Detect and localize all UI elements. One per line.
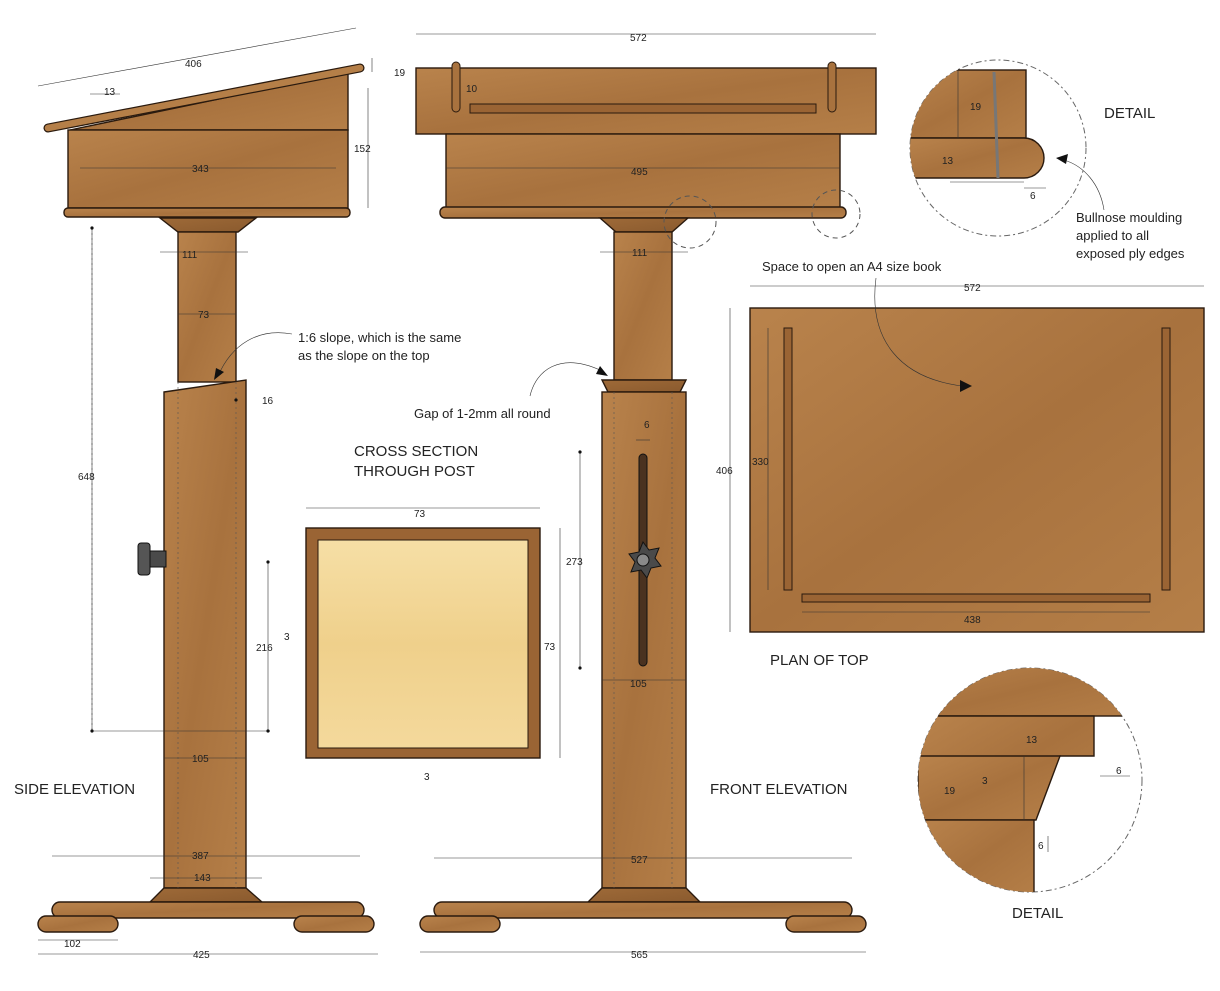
dim-detail-top-ply: 13 [1026,735,1038,746]
dim-detail-chamfer-h: 6 [1038,841,1044,852]
plan-board [749,307,1205,633]
front-post-cap [598,217,690,233]
label-detail-bottom: DETAIL [1012,905,1063,922]
dim-side-post-inner: 73 [198,310,210,321]
dim-side-top-length: 406 [185,59,202,70]
note-bullnose-1: Bullnose moulding [1076,210,1182,225]
side-base-rail [51,901,365,919]
note-slope-1: 1:6 slope, which is the same [298,330,461,345]
label-side-elevation: SIDE ELEVATION [14,781,135,798]
note-bullnose-3: exposed ply edges [1076,246,1185,261]
side-box-base [63,207,351,218]
front-base-block [586,887,702,903]
dim-detail-ply: 19 [944,786,956,797]
side-foot-left [37,915,119,933]
note-a4: Space to open an A4 size book [762,259,942,274]
detail-callout-circle-1 [663,195,717,249]
dim-side-box-height: 152 [354,144,371,155]
front-foot-left [419,915,501,933]
plan-rail-right [1161,327,1171,591]
detail-bottom: 13 19 3 6 6 DETAIL [917,667,1143,922]
dim-detail-gap: 3 [982,776,988,787]
front-pin-right [827,61,837,113]
detail-callout-circle-2 [811,189,861,239]
dim-side-foot: 102 [64,939,81,950]
dim-plan-depth: 406 [716,466,733,477]
side-box [67,129,349,209]
dim-side-base-total: 425 [193,950,210,961]
front-base-rail [433,901,853,919]
dim-side-base-block: 143 [194,873,211,884]
dim-detail-thickness: 19 [970,102,982,113]
dim-front-pin: 10 [466,84,478,95]
front-top-board [415,67,877,135]
plan-rail-left [783,327,793,591]
dim-detail-edge: 13 [942,156,954,167]
dim-plan-ledge: 438 [964,615,981,626]
dim-section-height: 73 [544,642,556,653]
label-cross-section-2: THROUGH POST [354,463,475,480]
dim-plan-width: 572 [964,283,981,294]
side-post [177,231,237,383]
dim-front-box-width: 495 [631,167,648,178]
plan-of-top: 572 406 330 438 PLAN OF TOP Space to ope… [716,259,1205,669]
front-box-base [439,206,847,219]
front-box [445,133,841,209]
note-bullnose-2: applied to all [1076,228,1149,243]
plan-ledge [801,593,1151,603]
dim-side-height: 648 [78,472,95,483]
front-sleeve-collar [600,379,688,393]
front-pin-left [451,61,461,113]
dim-detail-bullnose: 6 [1030,191,1036,202]
label-cross-section-1: CROSS SECTION [354,443,478,460]
dim-detail-chamfer-w: 6 [1116,766,1122,777]
dim-front-base-top: 527 [631,855,648,866]
dim-front-post-width: 111 [632,248,648,259]
dim-side-post-width: 111 [182,250,198,261]
side-base-block [148,887,264,903]
dim-section-wall-bottom: 3 [424,772,430,783]
front-post [613,231,673,381]
dim-section-width: 73 [414,509,426,520]
side-knob-handle [137,542,151,576]
side-sleeve [163,379,247,889]
front-elevation: 572 10 495 111 6 273 105 527 565 FRONT E… [414,33,877,961]
detail-top: 19 13 6 DETAIL Bullnose moulding applied… [909,59,1185,261]
side-post-cap [157,217,259,233]
dim-section-wall-side: 3 [284,632,290,643]
note-gap: Gap of 1-2mm all round [414,406,551,421]
dim-front-top-width: 572 [630,33,647,44]
dim-side-lip-height: 19 [394,68,406,79]
cross-section: 73 73 3 3 CROSS SECTION THROUGH POST [284,443,561,783]
dim-side-travel: 216 [256,643,273,654]
dim-front-slot-length: 273 [566,557,583,568]
side-elevation: 406 13 19 343 152 111 73 16 648 216 105 … [14,27,461,961]
front-foot-right [785,915,867,933]
label-detail-top: DETAIL [1104,105,1155,122]
front-ledge [469,103,817,114]
dim-side-lip: 13 [104,87,116,98]
dim-front-slot-width: 6 [644,420,650,431]
dim-side-sleeve-offset: 16 [262,396,274,407]
dim-side-box-depth: 343 [192,164,209,175]
note-slope-2: as the slope on the top [298,348,430,363]
section-core [317,539,529,749]
side-knob-icon [147,550,167,568]
dim-plan-rail: 330 [752,457,769,468]
label-plan-of-top: PLAN OF TOP [770,652,869,669]
dim-side-base-top: 387 [192,851,209,862]
dim-side-sleeve-width: 105 [192,754,209,765]
label-front-elevation: FRONT ELEVATION [710,781,848,798]
dim-front-base-total: 565 [631,950,648,961]
dim-front-sleeve-width: 105 [630,679,647,690]
side-foot-right [293,915,375,933]
